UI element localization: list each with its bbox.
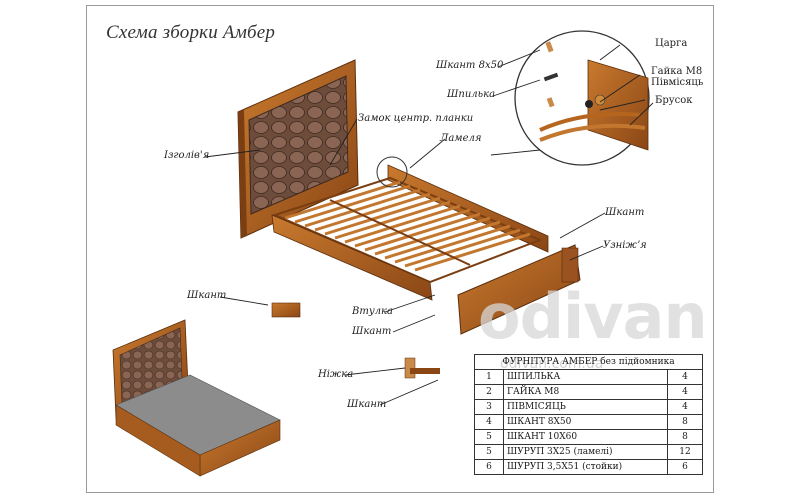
label-dowel-right: Шкант [605, 207, 645, 218]
diagram-title: Схема зборки Амбер [106, 22, 276, 43]
label-lock: Замок центр. планки [358, 113, 474, 124]
label-rail: Царга [655, 38, 688, 49]
row-number: 3 [474, 399, 504, 415]
row-number: 2 [474, 384, 504, 400]
row-qty: 12 [667, 444, 703, 460]
row-number: 4 [474, 414, 504, 430]
label-dowel-mid: Шкант [352, 326, 392, 337]
side-rail-back [387, 164, 549, 253]
headboard [237, 59, 359, 239]
row-name: ШУРУП 3Х25 (ламелі) [503, 444, 668, 460]
side-rail-front [271, 214, 433, 301]
label-dowel-bottom: Шкант [347, 399, 387, 410]
row-name: ШКАНТ 8Х50 [503, 414, 668, 430]
row-name: ГАЙКА М8 [503, 384, 668, 400]
row-name: ПІВМІСЯЦЬ [503, 399, 668, 415]
footboard [457, 244, 581, 335]
row-number: 6 [474, 459, 504, 475]
row-qty: 8 [667, 429, 703, 445]
label-nut: Гайка М8 [651, 66, 703, 77]
row-number: 1 [474, 369, 504, 385]
table-caption: ФУРНІТУРА АМБЕР без підйомника [474, 354, 703, 369]
watermark-url: odivan.com.ua [500, 356, 604, 372]
lock-detail-circle [376, 156, 408, 188]
hardware [271, 41, 559, 379]
label-footboard: Узніжʼя [603, 240, 647, 251]
row-name: ШУРУП 3,5Х51 (стойки) [503, 459, 668, 475]
leader-lines [204, 44, 654, 406]
label-lamel: Ламеля [440, 133, 482, 144]
row-qty: 4 [667, 369, 703, 385]
row-name: ШКАНТ 10Х60 [503, 429, 668, 445]
label-half-moon: Півмісяць [651, 77, 704, 88]
row-name: ШПИЛЬКА [503, 369, 668, 385]
row-number: 5 [474, 444, 504, 460]
label-leg: Ніжка [318, 369, 354, 380]
row-qty: 4 [667, 399, 703, 415]
label-pin: Шпилька [447, 89, 496, 100]
row-qty: 8 [667, 414, 703, 430]
label-headboard: Ізголів'я [164, 150, 210, 161]
row-number: 5 [474, 429, 504, 445]
assembled-bed [112, 319, 281, 477]
label-bushing: Втулка [352, 306, 393, 317]
watermark-logo: odivan [478, 280, 708, 353]
label-bar: Брусок [655, 95, 693, 106]
label-dowel-8x50: Шкант 8х50 [436, 60, 504, 71]
label-dowel-left: Шкант [187, 290, 227, 301]
drawing-frame [86, 5, 714, 493]
row-qty: 4 [667, 384, 703, 400]
row-qty: 6 [667, 459, 703, 475]
detail-circle [514, 30, 650, 166]
